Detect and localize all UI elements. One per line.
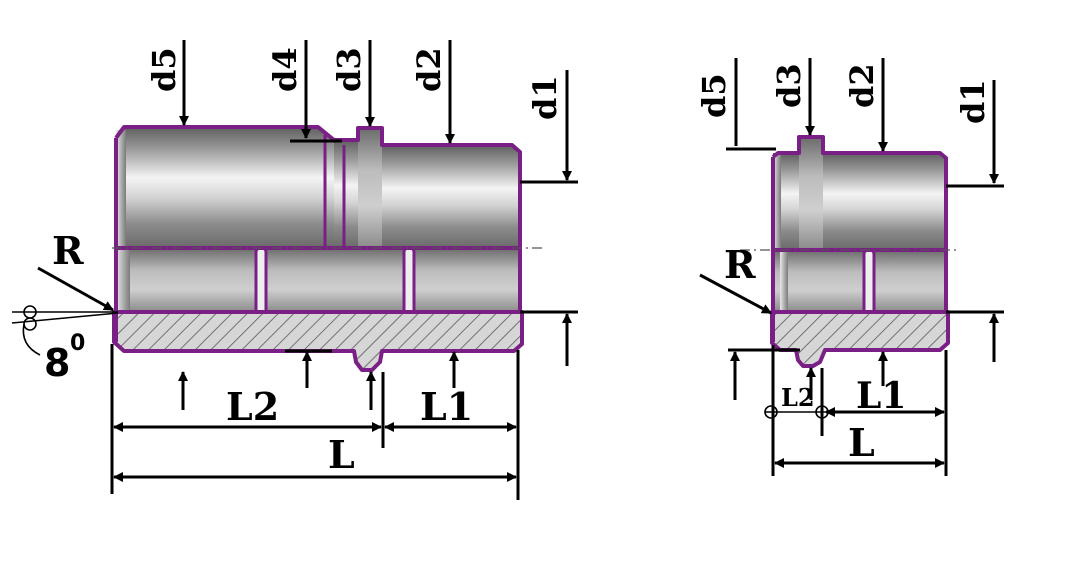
large-l-label: L bbox=[328, 432, 355, 477]
small-l2-label: L2 bbox=[781, 383, 815, 412]
large-l2-label: L2 bbox=[226, 384, 279, 429]
large-outline bbox=[114, 125, 522, 312]
large-angle-unit: 0 bbox=[70, 331, 85, 356]
large-wall-section bbox=[112, 310, 524, 372]
small-dimensions: d5 d3 d2 d1 R L2 L1 L bbox=[695, 58, 1004, 476]
small-wall-section bbox=[770, 310, 950, 368]
large-l1-label: L1 bbox=[420, 384, 473, 429]
small-d5-label: d5 bbox=[695, 73, 733, 118]
small-l1-label: L1 bbox=[856, 375, 906, 417]
small-l-label: L bbox=[848, 420, 875, 465]
small-d2-label: d2 bbox=[843, 63, 881, 108]
small-outer-surface bbox=[773, 137, 946, 250]
large-outer-surface bbox=[116, 127, 520, 248]
small-inner-bore bbox=[773, 248, 946, 316]
large-d1-label: d1 bbox=[526, 75, 564, 120]
small-outline bbox=[771, 135, 948, 312]
small-fitting bbox=[740, 135, 960, 368]
large-d3-label: d3 bbox=[330, 47, 368, 92]
large-fitting bbox=[112, 125, 545, 372]
large-inner-bore bbox=[116, 246, 520, 316]
small-d3-label: d3 bbox=[770, 63, 808, 108]
large-r-label: R bbox=[52, 228, 84, 273]
small-d1-label: d1 bbox=[954, 79, 992, 124]
large-dimensions: d5 d4 d3 d2 d1 R 8 0 bbox=[11, 40, 578, 500]
large-angle-value: 8 bbox=[44, 341, 70, 385]
large-d4-label: d4 bbox=[266, 47, 304, 92]
large-d5-label: d5 bbox=[145, 47, 183, 92]
large-d2-label: d2 bbox=[410, 47, 448, 92]
small-r-label: R bbox=[724, 242, 756, 287]
